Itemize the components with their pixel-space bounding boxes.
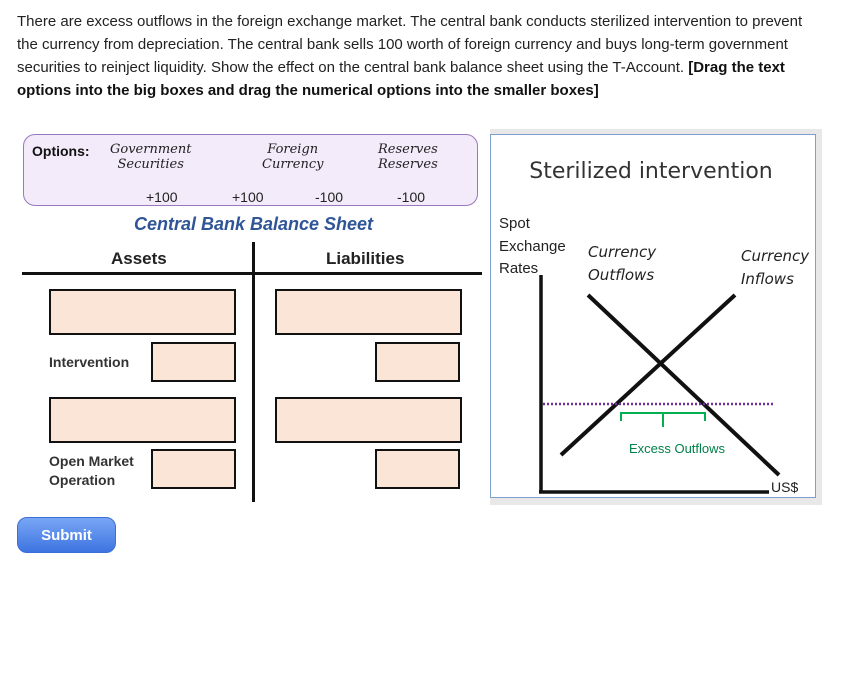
- asset-number-drop-box-1[interactable]: [151, 342, 236, 382]
- row-label-line: Operation: [49, 472, 116, 488]
- inflows-curve-label-line: Inflows: [741, 270, 794, 288]
- currency-outflows-curve: [586, 293, 781, 477]
- exercise-panel: Options: Government Securities Foreign C…: [17, 129, 822, 505]
- liability-number-drop-box-1[interactable]: [375, 342, 460, 382]
- option-reserves[interactable]: Reserves Reserves: [378, 142, 438, 172]
- option-plus-100-a[interactable]: +100: [146, 189, 178, 205]
- option-foreign-currency[interactable]: Foreign Currency: [262, 142, 323, 172]
- open-market-operation-label: Open Market Operation: [49, 452, 134, 490]
- currency-inflows-curve: [559, 293, 737, 457]
- graph-title: Sterilized intervention: [529, 159, 772, 184]
- asset-number-drop-box-2[interactable]: [151, 449, 236, 489]
- option-line: Securities: [117, 157, 184, 172]
- assets-header: Assets: [111, 249, 167, 268]
- options-label: Options:: [32, 143, 90, 159]
- row-label-line: Open Market: [49, 453, 134, 469]
- liability-text-drop-box-2[interactable]: [275, 397, 462, 443]
- option-line: Reserves: [378, 142, 438, 157]
- inflows-curve-label-line: Currency: [741, 247, 810, 265]
- intervention-label: Intervention: [49, 354, 130, 370]
- t-account-area: Options: Government Securities Foreign C…: [17, 129, 490, 505]
- y-axis-label-line: Exchange: [499, 238, 566, 255]
- excess-outflows-bracket: [620, 412, 706, 427]
- option-line: Reserves: [378, 157, 438, 172]
- y-axis-label-line: Rates: [499, 260, 538, 277]
- option-line: Currency: [262, 157, 324, 172]
- liabilities-header: Liabilities: [326, 249, 405, 268]
- option-minus-100-b[interactable]: -100: [397, 189, 426, 205]
- x-axis-label: US$: [771, 479, 798, 495]
- asset-text-drop-box-1[interactable]: [49, 289, 236, 335]
- t-account-vertical-line: [252, 242, 255, 502]
- liability-text-drop-box-1[interactable]: [275, 289, 462, 335]
- option-government-securities[interactable]: Government Securities: [110, 142, 191, 172]
- option-plus-100-b[interactable]: +100: [232, 189, 264, 205]
- liability-number-drop-box-2[interactable]: [375, 449, 460, 489]
- balance-sheet-title: Central Bank Balance Sheet: [133, 214, 374, 234]
- question-text: There are excess outflows in the foreign…: [17, 10, 817, 102]
- outflows-curve-label-line: Outflows: [588, 266, 654, 284]
- option-minus-100-a[interactable]: -100: [315, 189, 344, 205]
- sterilized-intervention-graph: Sterilized intervention Spot Exchange Ra…: [490, 134, 816, 498]
- question-instruction: [Drag the text options into the big boxe…: [17, 59, 785, 99]
- outflows-curve-label-line: Currency: [588, 243, 657, 261]
- excess-outflows-label: Excess Outflows: [629, 441, 726, 456]
- option-line: Foreign: [267, 142, 319, 157]
- question-body: There are excess outflows in the foreign…: [17, 13, 803, 76]
- option-line: Government: [110, 142, 192, 157]
- options-tray: Options: Government Securities Foreign C…: [23, 134, 478, 206]
- graph-svg: Sterilized intervention Spot Exchange Ra…: [499, 159, 810, 495]
- asset-text-drop-box-2[interactable]: [49, 397, 236, 443]
- y-axis-label-line: Spot: [499, 215, 531, 232]
- submit-button[interactable]: Submit: [17, 517, 116, 553]
